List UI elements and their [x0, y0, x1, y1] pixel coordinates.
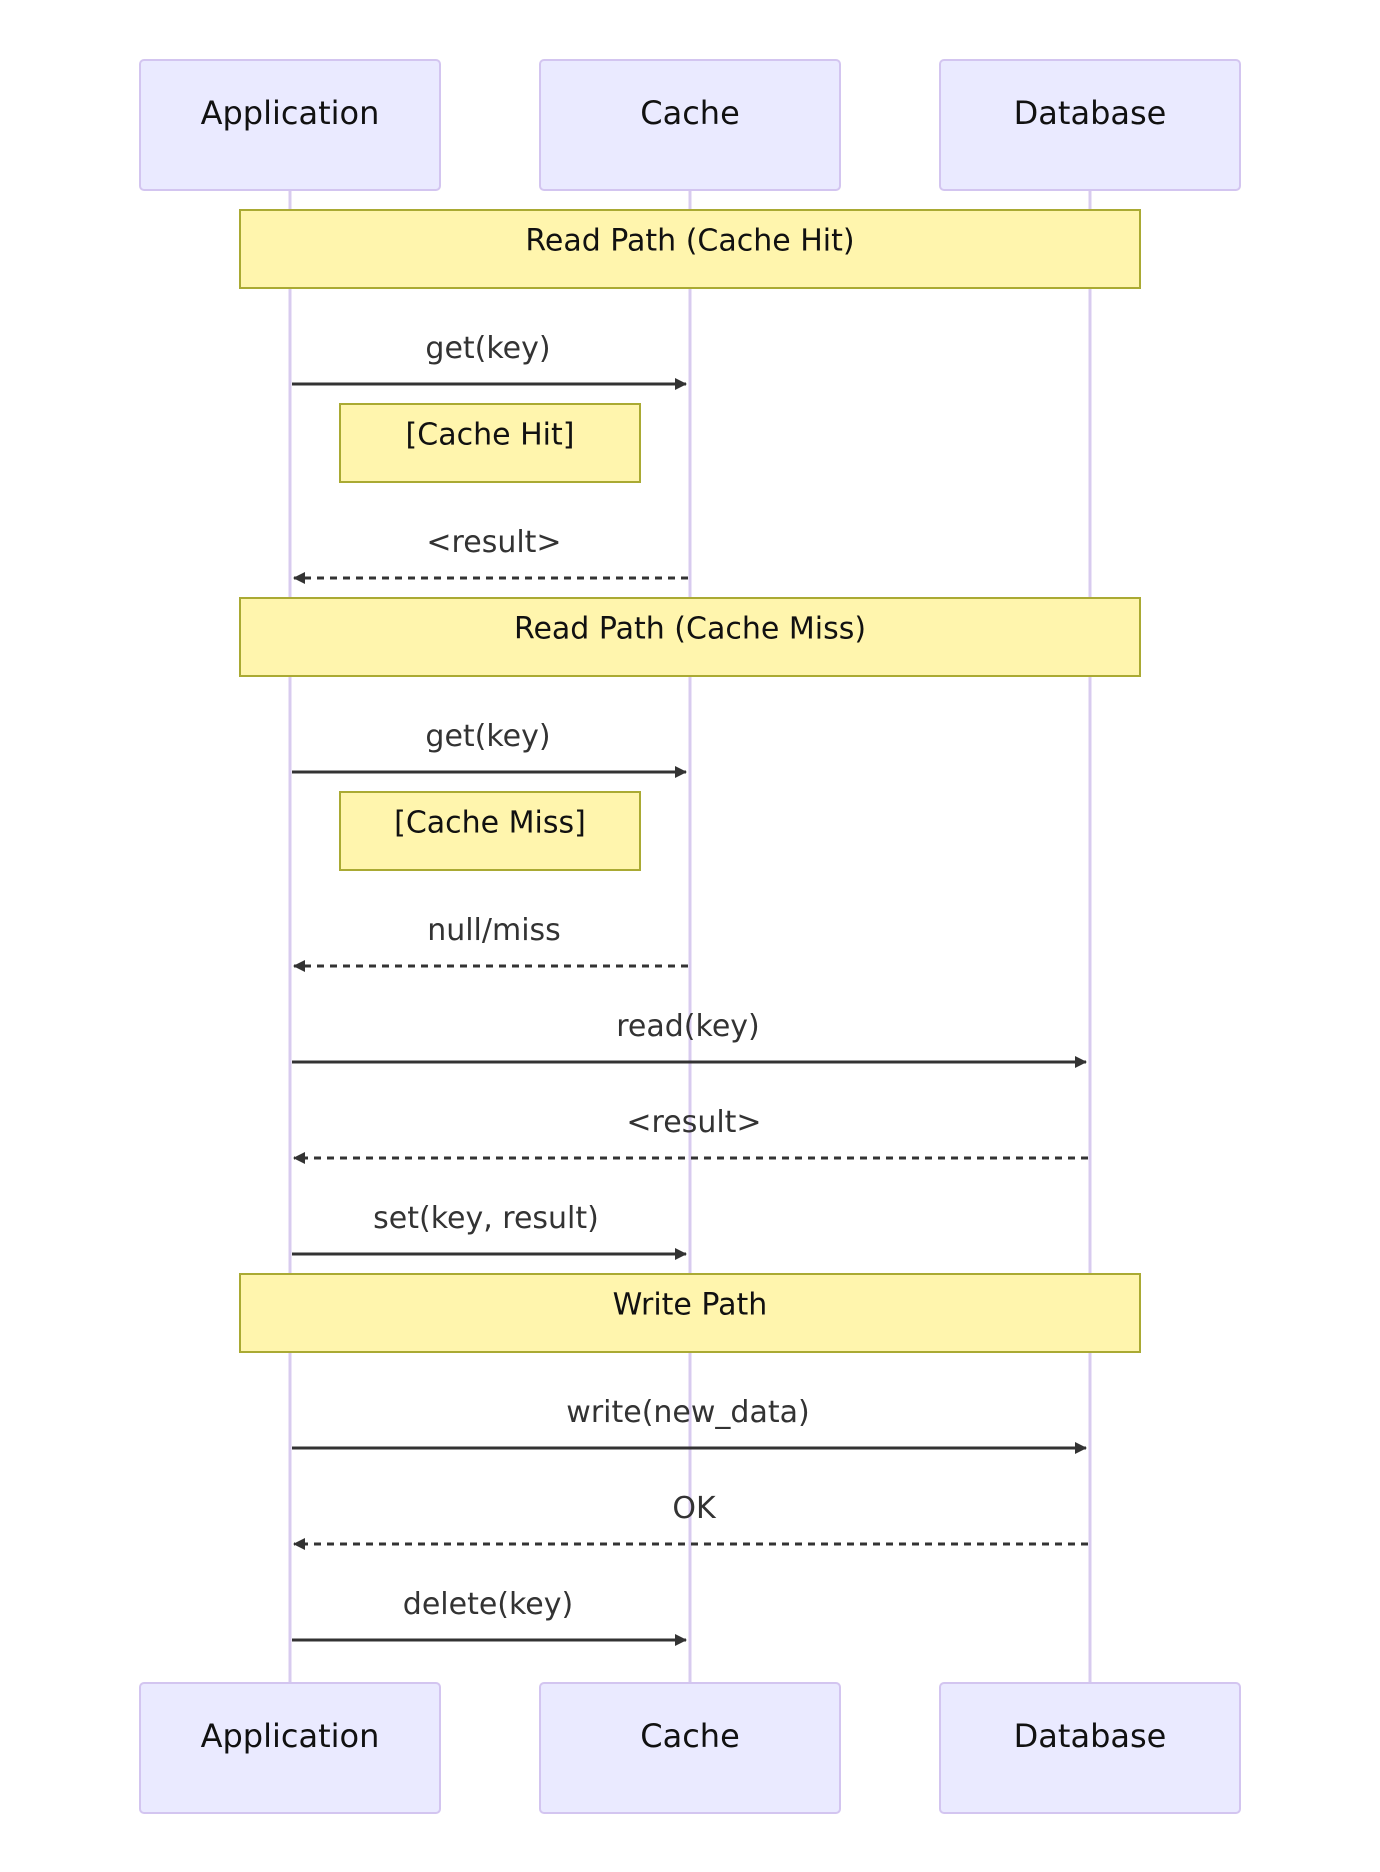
message-label: set(key, result): [373, 1201, 599, 1236]
note-text: [Cache Miss]: [394, 806, 586, 841]
actor-cache-bottom: Cache: [539, 1682, 841, 1814]
actor-label: Application: [201, 1717, 380, 1755]
section-note-cache-miss: Read Path (Cache Miss): [239, 597, 1141, 677]
section-note-cache-hit: Read Path (Cache Hit): [239, 209, 1141, 289]
actor-database-bottom: Database: [939, 1682, 1241, 1814]
message-get-key-2: get(key): [292, 719, 687, 778]
actor-application-bottom: Application: [139, 1682, 441, 1814]
message-label: <result>: [426, 525, 561, 560]
actor-label: Application: [201, 94, 380, 132]
section-title: Read Path (Cache Hit): [525, 224, 854, 259]
message-result-1: <result>: [293, 525, 688, 584]
actor-database-top: Database: [939, 59, 1241, 191]
message-get-key-1: get(key): [292, 331, 687, 390]
message-label: <result>: [626, 1105, 761, 1140]
section-note-write-path: Write Path: [239, 1273, 1141, 1353]
message-read-key: read(key): [292, 1009, 1087, 1068]
message-label: read(key): [616, 1009, 759, 1044]
message-label: write(new_data): [566, 1395, 809, 1430]
actor-cache-top: Cache: [539, 59, 841, 191]
actor-label: Database: [1014, 1717, 1167, 1755]
message-ok: OK: [293, 1491, 1088, 1550]
actor-label: Database: [1014, 94, 1167, 132]
message-label: OK: [672, 1491, 717, 1526]
message-label: delete(key): [403, 1587, 573, 1622]
actor-application-top: Application: [139, 59, 441, 191]
message-delete-key: delete(key): [292, 1587, 687, 1646]
message-label: get(key): [425, 331, 550, 366]
message-result-2: <result>: [293, 1105, 1088, 1164]
section-title: Read Path (Cache Miss): [514, 612, 866, 647]
message-label: get(key): [425, 719, 550, 754]
message-null-miss: null/miss: [293, 913, 688, 972]
message-label: null/miss: [427, 913, 561, 948]
message-set-key-result: set(key, result): [292, 1201, 687, 1260]
note-cache-hit: [Cache Hit]: [339, 403, 641, 483]
actor-label: Cache: [640, 1717, 740, 1755]
note-text: [Cache Hit]: [406, 418, 575, 453]
note-cache-miss: [Cache Miss]: [339, 791, 641, 871]
actor-label: Cache: [640, 94, 740, 132]
section-title: Write Path: [613, 1288, 768, 1323]
message-write-new-data: write(new_data): [292, 1395, 1087, 1454]
